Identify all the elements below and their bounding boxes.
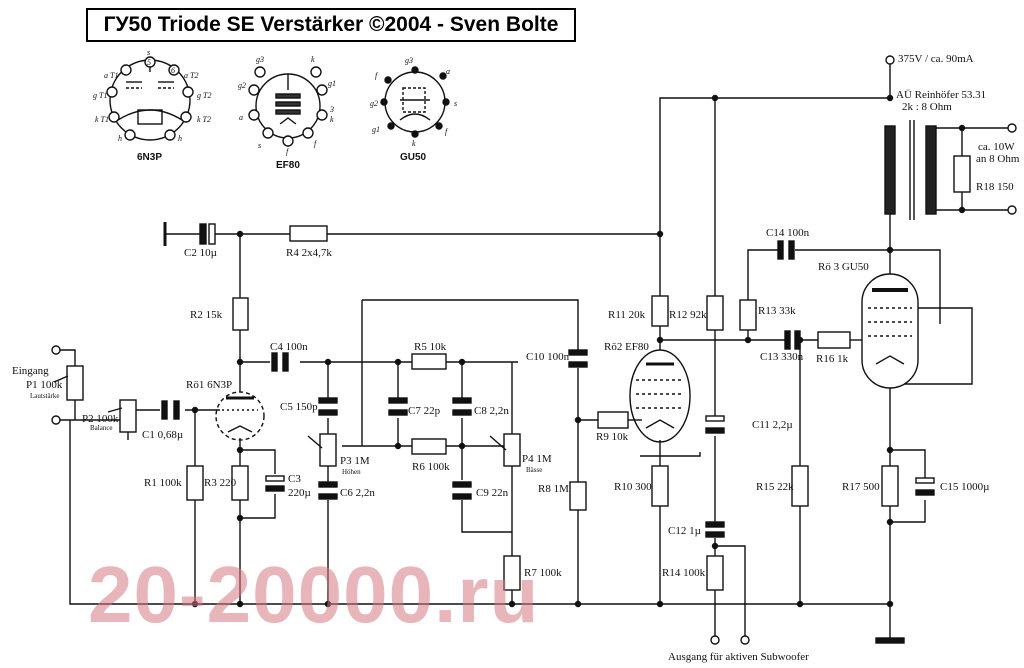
label-r16: R16 1k [816,353,849,365]
pin-s: s [147,48,150,57]
label-ot-ratio: 2k : 8 Ohm [902,101,952,113]
label-r3: R3 220 [204,477,237,489]
pinout-ef80: g3 k g2 g1 a 3 k s f f EF80 [238,55,336,171]
gu50-f: f [445,127,449,136]
gu50-s: s [454,99,457,108]
label-p3-sub: Höhen [342,468,361,476]
ef80-s: s [258,141,261,150]
ef80-3: 3 [329,105,334,114]
ef80-a: a [239,113,243,122]
gu50-g3: g3 [405,56,413,65]
label-load-power: ca. 10W [978,141,1015,153]
pin-k-t2: k T2 [197,115,211,124]
label-subwoofer-out: Ausgang für aktiven Subwoofer [668,651,809,663]
label-r15: R15 22k [756,481,794,493]
pinout-gu50: f g3 a g2 s g1 f k GU50 [370,56,457,163]
label-r11: R11 20k [608,309,646,321]
label-r17: R17 500 [842,481,880,493]
pin-a-t1: a T1 [104,71,118,80]
pin-g-t1: g T1 [93,91,107,100]
label-c4: C4 100n [270,341,308,353]
label-ot-type: AÜ Reinhöfer 53.31 [896,89,986,101]
ef80-f1: f [286,147,290,156]
tube3-legend: GU50 [400,152,427,163]
label-rd2: Rö2 EF80 [604,341,649,353]
label-c6: C6 2,2n [340,487,375,499]
pin-h-2: h [178,134,182,143]
label-c1: C1 0,68µ [142,429,183,441]
label-c12: C12 1µ [668,525,701,537]
label-r13: R13 33k [758,305,796,317]
pinout-6n3p: s 5 a T1 6 a T2 g T1 g T2 k T1 k T2 h h … [93,48,211,163]
label-r10: R10 300 [614,481,652,493]
label-r18: R18 150 [976,181,1014,193]
pin-g-t2: g T2 [197,91,211,100]
label-c14: C14 100n [766,227,810,239]
label-r1: R1 100k [144,477,182,489]
label-r5: R5 10k [414,341,447,353]
ef80-k-top: k [311,55,315,64]
pin-h-1: h [118,134,122,143]
label-c7: C7 22p [408,405,441,417]
pin-5: 5 [147,58,151,67]
ef80-g1: g1 [328,79,336,88]
label-r7: R7 100k [524,567,562,579]
tube1-legend: 6N3P [137,152,162,163]
gu50-k: k [412,139,416,148]
ef80-g3: g3 [256,55,264,64]
tube2-legend: EF80 [276,160,300,171]
label-r8: R8 1M [538,483,569,495]
label-p4-sub: Bässe [526,466,542,474]
label-c3-value: 220µ [288,487,311,499]
ef80-g2: g2 [238,81,246,90]
label-r9: R9 10k [596,431,629,443]
gu50-g1: g1 [372,125,380,134]
gu50-f-top: f [375,71,379,80]
schematic-title: ГУ50 Triode SE Verstärker ©2004 - Sven B… [86,8,576,42]
label-p2-sub: Balance [90,424,113,432]
label-c5: C5 150p [280,401,318,413]
label-p1-sub: Lautstärke [30,392,60,400]
gu50-g2: g2 [370,99,378,108]
component-symbols [51,55,1017,645]
label-p2: P2 100k [82,413,119,425]
label-load-impedance: an 8 Ohm [976,153,1020,165]
pin-k-t1: k T1 [95,115,109,124]
label-supply: 375V / ca. 90mA [898,53,974,65]
label-eingang: Eingang [12,365,49,377]
label-p1: P1 100k [26,379,63,391]
pin-6: 6 [171,66,175,75]
label-p4: P4 1M [522,453,552,465]
label-c11: C11 2,2µ [752,419,793,431]
label-r2: R2 15k [190,309,223,321]
label-c8: C8 2,2n [474,405,509,417]
gu50-a: a [446,67,450,76]
label-r6: R6 100k [412,461,450,473]
watermark: 20-20000.ru [88,550,540,639]
label-c2: C2 10µ [184,247,217,259]
label-r14: R14 100k [662,567,706,579]
wiring [56,60,1012,640]
ef80-f2: f [314,139,318,148]
label-rd3: Rö 3 GU50 [818,261,869,273]
pin-a-t2: a T2 [184,71,198,80]
component-labels: C2 10µ R4 2x4,7k R2 15k C4 100n Rö1 6N3P… [12,53,1020,663]
label-r12: R12 92k [669,309,707,321]
label-c3: C3 [288,473,301,485]
label-rd1: Rö1 6N3P [186,379,232,391]
label-c10: C10 100n [526,351,570,363]
ef80-k: k [330,115,334,124]
label-c15: C15 1000µ [940,481,989,493]
label-p3: P3 1M [340,455,370,467]
label-c13: C13 330n [760,351,804,363]
label-c9: C9 22n [476,487,509,499]
label-r4: R4 2x4,7k [286,247,332,259]
